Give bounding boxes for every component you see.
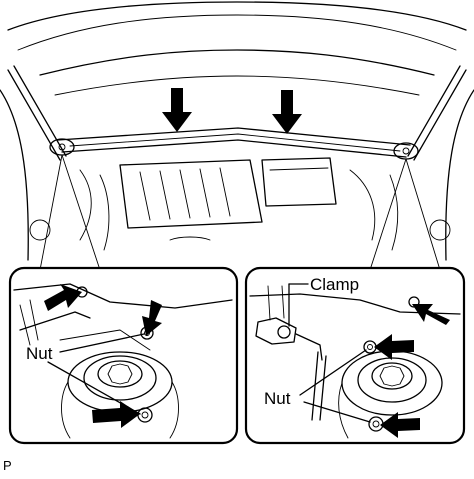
leader-line bbox=[59, 333, 145, 353]
leader-line bbox=[47, 361, 141, 415]
leader-line bbox=[303, 401, 371, 423]
leader-line bbox=[299, 349, 367, 396]
leader-line bbox=[369, 158, 407, 271]
leader-line bbox=[39, 154, 63, 271]
leader-line bbox=[405, 158, 441, 271]
callout-arrow-icon bbox=[44, 284, 82, 311]
callout-arrow-icon bbox=[380, 412, 420, 438]
callout-arrow-icon bbox=[412, 304, 450, 325]
down-arrow-icon bbox=[272, 90, 302, 134]
callout-arrow-icon bbox=[142, 300, 162, 336]
right-nut-label: Nut bbox=[264, 389, 291, 408]
left-nut-label: Nut bbox=[26, 344, 53, 363]
callout-arrow-icon bbox=[374, 334, 414, 360]
engine-bay-drawing bbox=[0, 1, 474, 261]
figure-code: P bbox=[3, 458, 12, 473]
right-detail-inset bbox=[244, 266, 466, 445]
leader-line bbox=[61, 154, 101, 271]
down-arrow-icon bbox=[162, 88, 192, 132]
clamp-label: Clamp bbox=[310, 275, 359, 294]
